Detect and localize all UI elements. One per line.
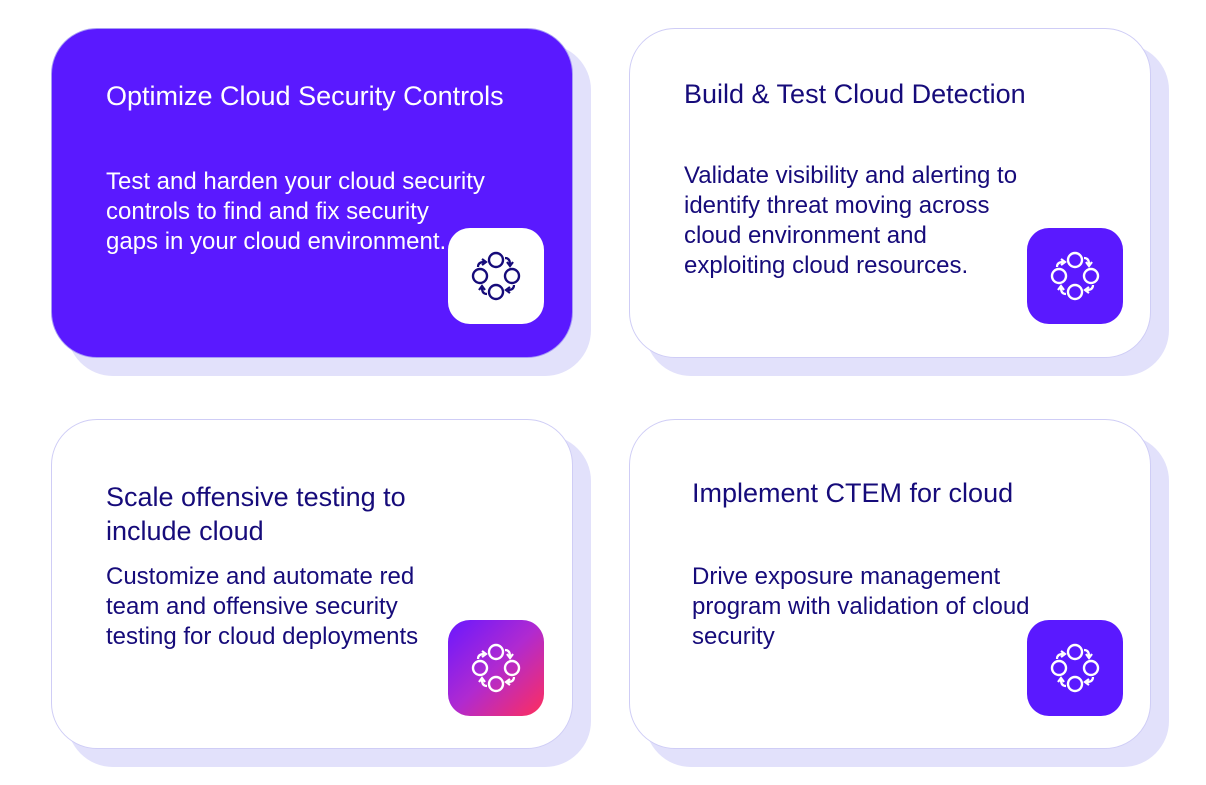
card-title: Implement CTEM for cloud	[692, 478, 1014, 508]
card-description: Customize and automate red team and offe…	[106, 563, 419, 650]
card-title: Scale offensive testing to include cloud	[106, 482, 406, 546]
cycle-circles-icon	[471, 643, 521, 693]
card-body: Scale offensive testing to include cloud…	[51, 419, 573, 749]
cycle-circles-icon	[1050, 251, 1100, 301]
card-optimize-cloud-security-controls: Optimize Cloud Security Controls Test an…	[51, 28, 591, 376]
card-title: Optimize Cloud Security Controls	[106, 81, 504, 111]
card-title: Build & Test Cloud Detection	[684, 79, 1026, 109]
icon-tile	[1027, 228, 1123, 324]
icon-tile	[448, 228, 544, 324]
icon-tile	[1027, 620, 1123, 716]
icon-tile	[448, 620, 544, 716]
card-body: Implement CTEM for cloud Drive exposure …	[629, 419, 1151, 749]
cycle-circles-icon	[1050, 643, 1100, 693]
cycle-circles-icon	[471, 251, 521, 301]
card-body: Build & Test Cloud Detection Validate vi…	[629, 28, 1151, 358]
card-scale-offensive-testing: Scale offensive testing to include cloud…	[51, 419, 591, 767]
card-description: Drive exposure management program with v…	[692, 563, 1030, 650]
card-build-test-cloud-detection: Build & Test Cloud Detection Validate vi…	[629, 28, 1169, 376]
card-description: Test and harden your cloud security cont…	[106, 168, 485, 255]
card-description: Validate visibility and alerting to iden…	[684, 162, 1018, 279]
card-implement-ctem: Implement CTEM for cloud Drive exposure …	[629, 419, 1169, 767]
card-body: Optimize Cloud Security Controls Test an…	[51, 28, 573, 358]
